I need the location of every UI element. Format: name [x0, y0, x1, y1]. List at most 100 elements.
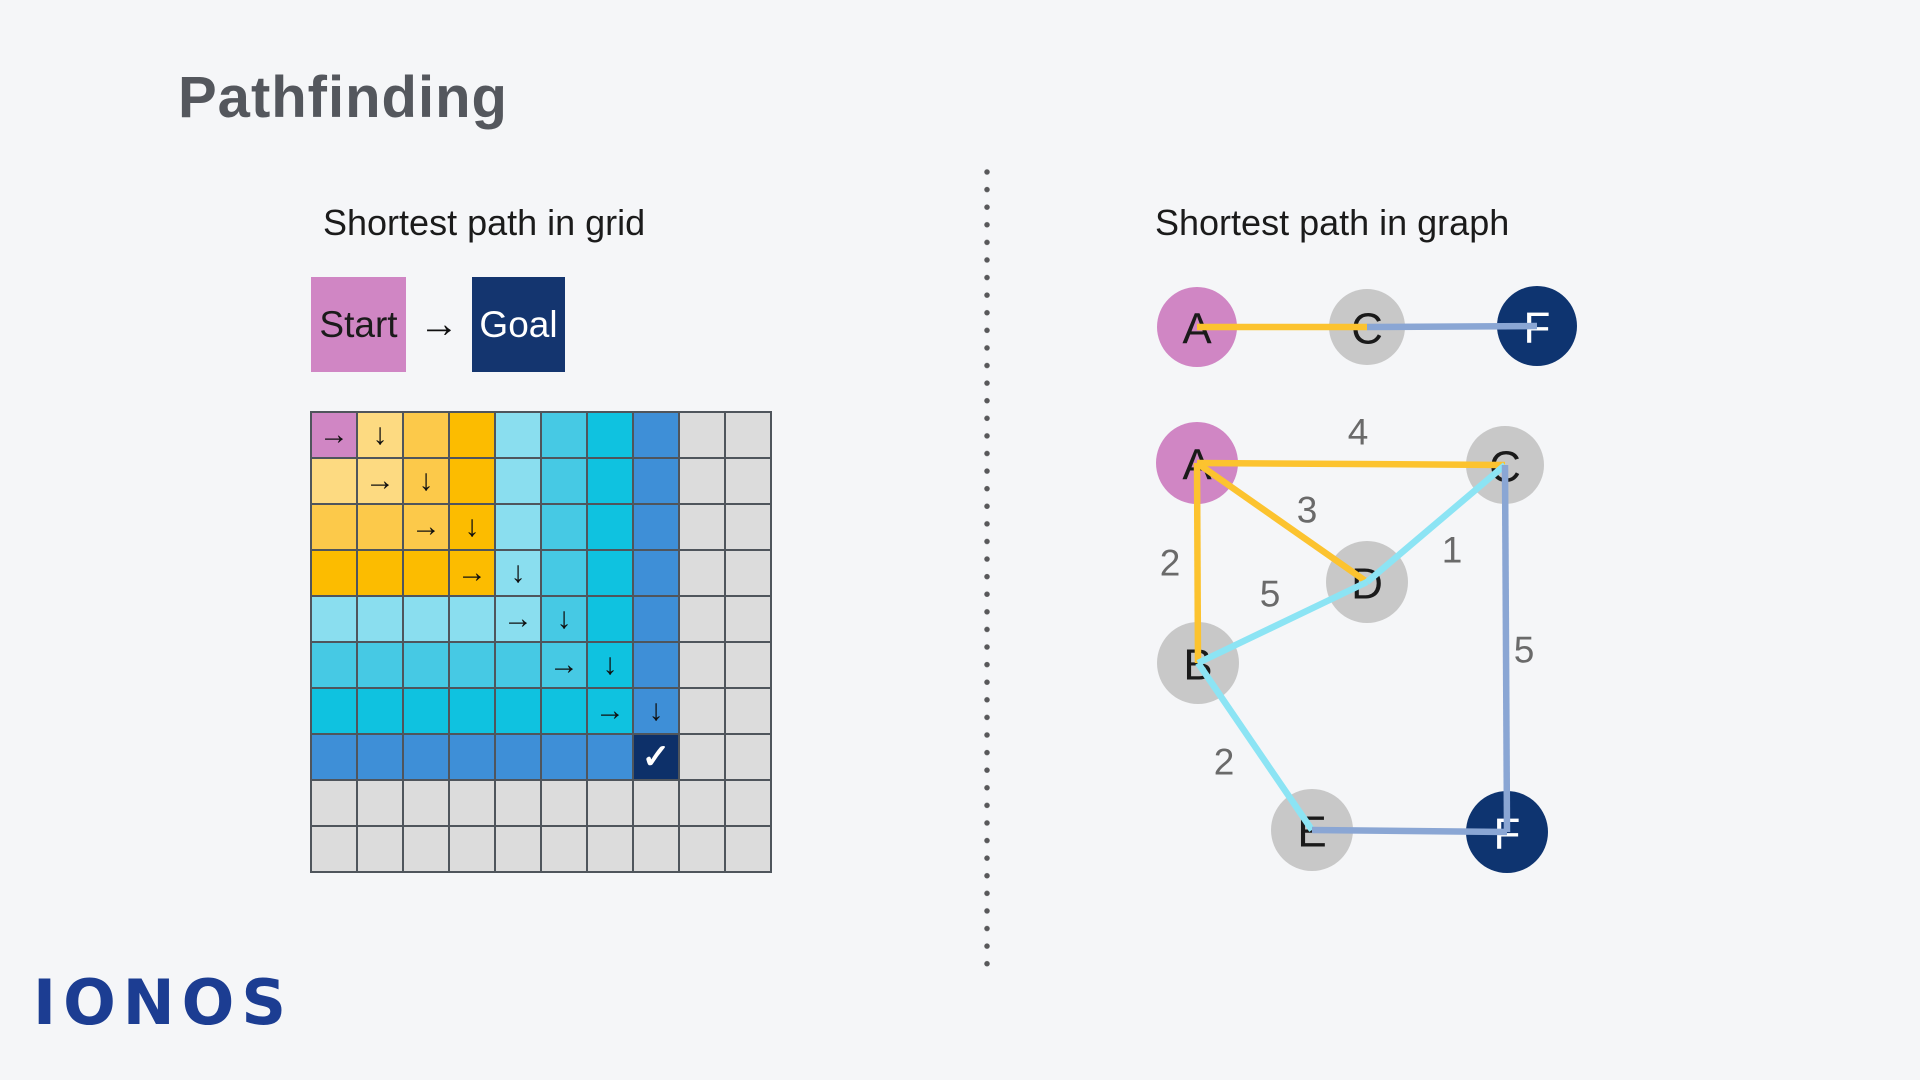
grid-section-heading: Shortest path in grid [323, 202, 646, 243]
grid-cell [680, 643, 724, 687]
grid-cell [726, 459, 770, 503]
graph-edge-EF [1311, 826, 1508, 836]
grid-cell [588, 459, 632, 503]
graph-edge-weight-CD: 1 [1442, 530, 1463, 571]
grid-cell [726, 781, 770, 825]
grid-cell [358, 551, 402, 595]
grid-cell [496, 689, 540, 733]
legend-goal-box: Goal [472, 277, 565, 372]
page-title: Pathfinding [178, 65, 508, 130]
grid-cell [680, 781, 724, 825]
grid-cell [404, 735, 448, 779]
grid-cell [312, 781, 356, 825]
legend-edge-CF [1366, 322, 1538, 331]
grid-cell [358, 781, 402, 825]
grid-cell: ↓ [542, 597, 586, 641]
grid-cell [312, 551, 356, 595]
divider-dotted-line [984, 163, 990, 969]
grid-cell [680, 459, 724, 503]
grid-cell [588, 505, 632, 549]
grid-cell [542, 781, 586, 825]
grid-cell [358, 689, 402, 733]
grid-cell [726, 597, 770, 641]
grid-cell: ↓ [634, 689, 678, 733]
graph-edge-weight-AB: 2 [1160, 543, 1181, 584]
grid-cell [450, 689, 494, 733]
graph-edge-CD [1364, 462, 1508, 585]
grid-cell: ↓ [588, 643, 632, 687]
grid-cell [634, 413, 678, 457]
grid-cell [634, 643, 678, 687]
grid-cell: → [542, 643, 586, 687]
grid-cell [312, 735, 356, 779]
grid-cell: → [496, 597, 540, 641]
grid-cell [588, 735, 632, 779]
graph-edge-weight-CF: 5 [1514, 630, 1535, 671]
grid-cell [542, 735, 586, 779]
grid-cell [404, 413, 448, 457]
grid-cell [726, 643, 770, 687]
grid-cell [542, 689, 586, 733]
legend-start-label: Start [319, 303, 398, 345]
grid-cell [634, 827, 678, 871]
grid-cell [358, 827, 402, 871]
grid-cell [450, 735, 494, 779]
grid-cell [404, 781, 448, 825]
grid-goal-cell: ✓ [634, 735, 678, 779]
grid-cell [680, 551, 724, 595]
ionos-logo: IONOS [33, 966, 294, 1039]
pathfinding-grid: →↓→↓→↓→↓→↓→↓→↓✓ [310, 411, 772, 873]
grid-cell [542, 551, 586, 595]
grid-cell [680, 689, 724, 733]
legend-arrow-icon: → [419, 302, 459, 346]
grid-cell [680, 597, 724, 641]
grid-cell [450, 781, 494, 825]
grid-cell [450, 459, 494, 503]
graph-edge-BD [1196, 579, 1369, 666]
grid-cell [634, 459, 678, 503]
grid-cell [450, 643, 494, 687]
grid-cell [358, 597, 402, 641]
grid-cell [404, 643, 448, 687]
graph-edge-weight-BD: 5 [1260, 574, 1281, 615]
grid-cell [634, 597, 678, 641]
grid-cell [542, 413, 586, 457]
grid-cell [726, 505, 770, 549]
grid-cell [450, 413, 494, 457]
grid-cell [726, 551, 770, 595]
grid-cell [312, 505, 356, 549]
graph-edge-CF [1501, 464, 1511, 833]
grid-cell [312, 643, 356, 687]
grid-cell [588, 551, 632, 595]
grid-cell [726, 827, 770, 871]
grid-cell [496, 413, 540, 457]
grid-cell [496, 827, 540, 871]
grid-cell [588, 597, 632, 641]
grid-cell [680, 413, 724, 457]
grid-cell [588, 827, 632, 871]
grid-cell [404, 689, 448, 733]
grid-cell [680, 505, 724, 549]
graph-edge-weight-AD: 3 [1297, 490, 1318, 531]
grid-cell [404, 827, 448, 871]
grid-cell: → [450, 551, 494, 595]
legend-start-box: Start [311, 277, 406, 372]
grid-cell [496, 781, 540, 825]
grid-cell [312, 827, 356, 871]
grid-cell [634, 505, 678, 549]
grid-cell: ↓ [496, 551, 540, 595]
legend-goal-label: Goal [479, 303, 558, 345]
graph-edge-AD [1195, 460, 1369, 585]
grid-cell: ↓ [404, 459, 448, 503]
grid-cell [680, 735, 724, 779]
grid-cell [542, 459, 586, 503]
grid-cell [358, 735, 402, 779]
grid-cell [634, 551, 678, 595]
graph-edge-weight-AC: 4 [1348, 412, 1369, 453]
grid-cell [404, 551, 448, 595]
grid-cell [680, 827, 724, 871]
grid-cell [358, 505, 402, 549]
grid-cell [450, 597, 494, 641]
grid-cell [312, 689, 356, 733]
graph-edge-AC [1196, 459, 1506, 469]
